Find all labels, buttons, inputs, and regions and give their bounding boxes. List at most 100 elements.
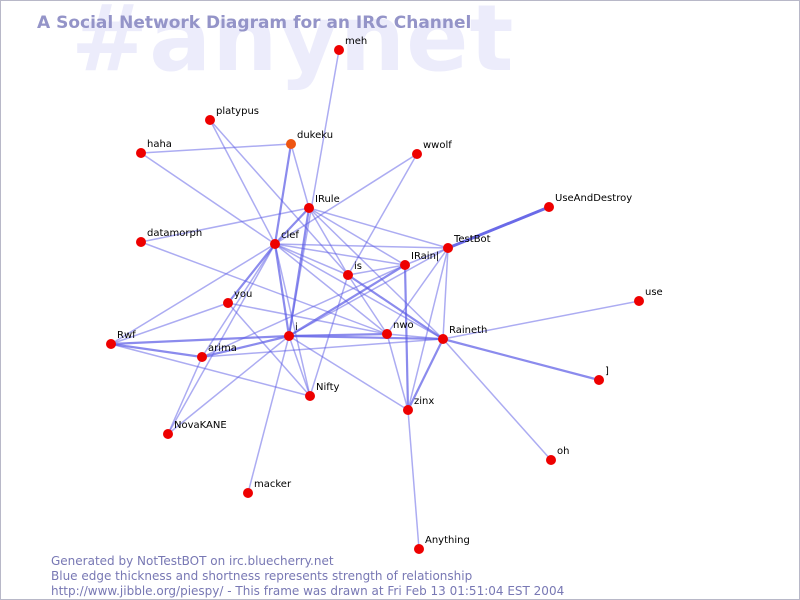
edge-clef-you [227,243,276,304]
node-label-oh: oh [557,446,569,457]
node-label-Nifty: Nifty [316,382,340,393]
node-wwolf: wwolf [412,140,452,159]
edge-you-nwo [227,302,388,335]
node-haha: haha [136,139,172,158]
edge-haha-clef [140,152,276,245]
edges-layer [110,49,640,550]
edge-nwo-zinx [386,333,409,411]
edge-clef-i [273,243,291,337]
node-arima: arima [197,343,237,362]
node-label-Rwf: Rwf [117,330,136,341]
node-dot-use [634,296,644,306]
node-dot-is [343,270,353,280]
edge-wwolf-clef [274,153,418,245]
node-clef: clef [270,230,299,249]
edge-IRule-IRain [308,207,406,266]
node-label-clef: clef [281,230,299,241]
node-IRule: IRule [304,194,340,213]
footer: Generated by NotTestBOT on irc.bluecherr… [51,554,564,599]
diagram-title: A Social Network Diagram for an IRC Chan… [37,13,472,33]
edge-dukeku-clef [273,143,293,245]
edge-is-nwo [347,274,388,335]
node-Anything: Anything [414,535,470,554]
node-dot-oh [546,455,556,465]
node-label-macker: macker [254,479,292,490]
edge-datamorph-nwo [140,241,388,335]
edge-TestBot-IRain [404,247,449,266]
node-dukeku: dukeku [286,130,333,149]
node-dot-NovaKANE [163,429,173,439]
edge-Raineth-oh [442,338,552,461]
node-dot-Anything [414,544,424,554]
edge-Raineth-J [442,337,600,382]
footer-generated-by: Generated by NotTestBOT on irc.bluecherr… [51,554,334,568]
edge-Raineth-zinx [407,338,444,411]
edge-clef-Nifty [274,243,311,397]
node-dot-dukeku [286,139,296,149]
edge-IRule-clef [274,207,310,245]
node-IRain: IRain| [400,251,439,270]
edge-use-Raineth [442,300,640,340]
edge-TestBot-i [288,247,449,337]
node-dot-datamorph [136,237,146,247]
node-label-J: ] [605,366,609,377]
node-Nifty: Nifty [305,382,340,401]
edge-wwolf-is [347,153,418,276]
node-meh: meh [334,36,367,55]
edge-you-Nifty [227,302,311,397]
node-dot-Raineth [438,334,448,344]
edge-platypus-is [209,119,349,276]
node-label-NovaKANE: NovaKANE [174,420,227,431]
node-label-haha: haha [147,139,172,150]
node-dot-UseAndDestroy [544,202,554,212]
node-label-datamorph: datamorph [147,228,202,239]
edge-clef-is [274,243,349,276]
edge-datamorph-IRule [140,207,310,243]
node-label-is: is [354,261,362,272]
node-dot-meh [334,45,344,55]
node-i: i [284,322,298,341]
edge-clef-nwo [274,243,388,335]
edge-zinx-Anything [407,409,420,550]
node-dot-TestBot [443,243,453,253]
edge-is-Raineth [347,274,444,340]
footer-url-timestamp: http://www.jibble.org/piespy/ - This fra… [51,584,565,598]
edge-Rwf-i [110,334,290,346]
edge-IRule-Raineth [308,207,444,340]
channel-watermark: #anynet [71,0,515,92]
node-nwo: nwo [382,320,414,339]
node-dot-nwo [382,329,392,339]
node-label-nwo: nwo [393,320,414,331]
node-you: you [223,289,252,308]
node-dot-i [284,331,294,341]
node-label-IRain: IRain| [411,251,439,262]
node-dot-Nifty [305,391,315,401]
node-datamorph: datamorph [136,228,202,247]
edge-i-Nifty [288,335,311,397]
node-label-use: use [645,287,663,298]
edge-IRule-i [287,207,311,337]
node-dot-clef [270,239,280,249]
node-dot-platypus [205,115,215,125]
edge-dukeku-IRule [290,143,310,209]
node-Raineth: Raineth [438,325,487,344]
node-NovaKANE: NovaKANE [163,420,227,439]
node-label-Anything: Anything [425,535,470,546]
node-dot-IRain [400,260,410,270]
edge-clef-Rwf [110,243,276,345]
node-label-platypus: platypus [216,106,259,117]
edge-IRule-TestBot [308,207,449,249]
edge-TestBot-nwo [386,247,449,335]
node-label-IRule: IRule [315,194,340,205]
node-label-Raineth: Raineth [449,325,487,336]
edge-clef-IRain [274,243,406,266]
node-dot-macker [243,488,253,498]
node-dot-IRule [304,203,314,213]
edge-IRain-i [288,264,406,337]
node-oh: oh [546,446,569,465]
edge-i-arima [201,334,290,359]
footer-legend-note: Blue edge thickness and shortness repres… [51,569,473,583]
